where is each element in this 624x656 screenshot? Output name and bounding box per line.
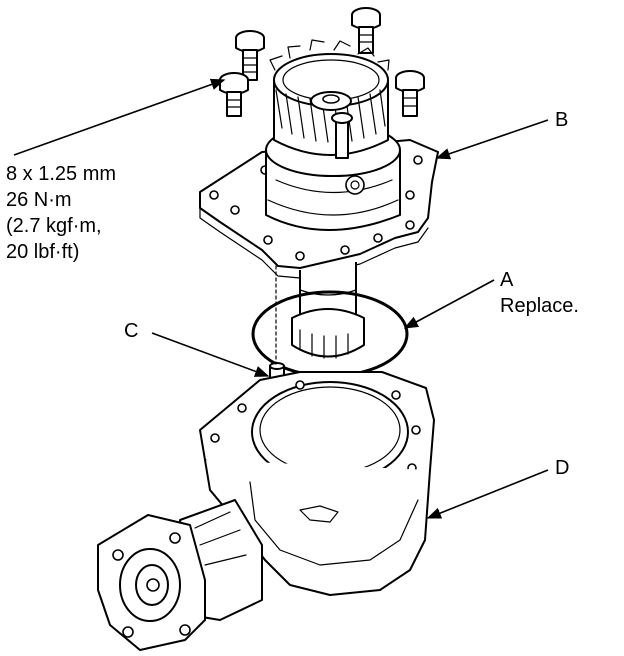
leader-c xyxy=(151,332,270,377)
callout-a-note: Replace. xyxy=(500,295,579,317)
bolt-3 xyxy=(219,72,249,117)
torque-spec-line-2: 26 N·m xyxy=(6,189,72,211)
leader-b xyxy=(435,119,549,160)
callout-d-label: D xyxy=(555,457,569,479)
torque-spec-line-1: 8 x 1.25 mm xyxy=(6,163,116,185)
torque-leader xyxy=(13,78,226,156)
gear-cover-assembly xyxy=(199,39,439,279)
bolt-4 xyxy=(395,70,425,117)
bolt-2 xyxy=(351,7,381,54)
callout-b-label: B xyxy=(555,109,568,131)
callout-c-label: C xyxy=(124,320,138,342)
leader-a xyxy=(403,279,495,329)
torque-spec-line-3: (2.7 kgf·m, xyxy=(6,215,102,237)
leader-d xyxy=(426,469,549,519)
output-shaft xyxy=(291,262,365,359)
callout-a-label: A xyxy=(500,269,514,291)
differential-housing xyxy=(97,371,435,651)
torque-spec-line-4: 20 lbf·ft) xyxy=(6,241,79,263)
bolt-1 xyxy=(235,30,265,81)
